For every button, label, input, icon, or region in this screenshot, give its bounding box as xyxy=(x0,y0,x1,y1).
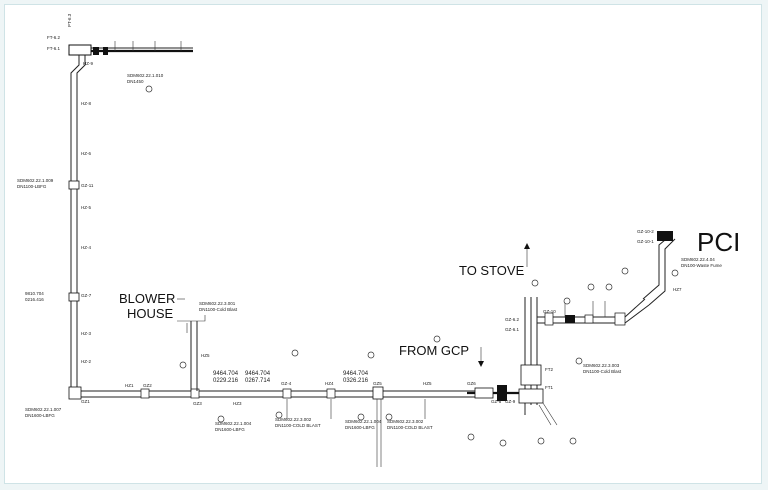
elevation-mid-1: 9464.704 xyxy=(213,371,239,377)
tag-gz-11: GZ-11 xyxy=(81,183,94,188)
callout-bubble xyxy=(291,349,299,357)
note-blower2: DN1100-Cold Blast xyxy=(199,307,238,312)
callout-bubble xyxy=(385,413,393,421)
top-header-pipe xyxy=(68,41,193,56)
tag-gz-10: GZ-10 xyxy=(543,309,556,314)
main-horizontal-pipe xyxy=(68,386,475,467)
tag-gz-10-2: GZ-10-2 xyxy=(637,229,654,234)
tag-gz-7: GZ-7 xyxy=(81,293,92,298)
left-vertical-pipe xyxy=(68,55,86,393)
note-left-pipe: SDM602.22.1.009 xyxy=(17,178,54,183)
tag-hz1: HZ1 xyxy=(125,383,134,388)
note-bottom-left2: DN1600-LBFG xyxy=(25,413,55,418)
tag-hz-9: HZ-9 xyxy=(83,61,93,66)
note-blower: SDM602.22.3.001 xyxy=(199,301,236,306)
tag-blower-hz: HZ5 xyxy=(201,353,210,358)
note-top-line: SDM602.22.1.010 xyxy=(127,73,164,78)
note-pci: SDM602.22.4.04 xyxy=(681,257,715,262)
note-bottom-2: SDM602.22.3.002 xyxy=(275,417,312,422)
callout-bubble xyxy=(621,267,629,275)
callout-bubble xyxy=(537,437,545,445)
blower-house-label-2: HOUSE xyxy=(127,306,174,321)
callout-bubble xyxy=(575,357,583,365)
diagram-frame: FT-6.2 FT-6.1 PT-6.3 SDM602.22.1.010 DN1… xyxy=(4,4,762,484)
tag-hz-2: HZ-2 xyxy=(81,359,91,364)
note-bottom-1: SDM602.22.1.004 xyxy=(215,421,252,426)
elevation-mid-3: 9464.704 xyxy=(343,371,369,377)
tag-gz1: GZ1 xyxy=(81,399,90,404)
tag-ft-6-2: FT-6.2 xyxy=(47,35,61,40)
pci-label: PCI xyxy=(697,227,740,257)
tag-gz2: GZ2 xyxy=(143,383,152,388)
tag-gz-9: GZ-9 xyxy=(505,399,516,404)
tag-hz7: HZ7 xyxy=(673,287,682,292)
note-bottom-3b: DN1600-LBFG xyxy=(345,425,375,430)
note-right-1: SDM602.22.3.003 xyxy=(583,363,620,368)
callout-bubble xyxy=(531,279,539,287)
callout-bubble xyxy=(605,283,613,291)
note-right-1b: DN1100-Cold Blast xyxy=(583,369,622,374)
tag-hz-8: HZ-8 xyxy=(81,101,91,106)
callout-bubble xyxy=(671,269,679,277)
note-top-line2: DN1450 xyxy=(127,79,144,84)
piping-diagram: FT-6.2 FT-6.1 PT-6.3 SDM602.22.1.010 DN1… xyxy=(17,13,740,467)
note-bottom-3: SDM602.22.1.004 xyxy=(345,419,382,424)
callout-bubble xyxy=(367,351,375,359)
tag-ft2: FT2 xyxy=(545,367,553,372)
tag-gz5: GZ5 xyxy=(373,381,382,386)
tag-hz3: HZ3 xyxy=(233,401,242,406)
callout-bubble xyxy=(433,335,441,343)
tag-ft1: FT1 xyxy=(545,385,553,390)
from-gcp-arrowhead xyxy=(478,361,484,367)
note-bottom-left: SDM602.22.1.007 xyxy=(25,407,62,412)
note-bottom-4: SDM602.22.3.002 xyxy=(387,419,424,424)
elevation-left: 9810.704 xyxy=(25,291,44,296)
tag-gz-4: GZ-4 xyxy=(281,381,292,386)
note-pci2: DN100-Waste Fume xyxy=(681,263,722,268)
tag-gz3: GZ3 xyxy=(193,401,202,406)
tag-gz-10-1: GZ-10-1 xyxy=(637,239,654,244)
tag-gz-6-2: GZ-6.2 xyxy=(505,317,520,322)
elevation-left2: 0216.416 xyxy=(25,297,44,302)
callout-bubble xyxy=(357,413,365,421)
tag-gz6: GZ6 xyxy=(467,381,476,386)
note-bottom-4b: DN1100-COLD BLAST xyxy=(387,425,433,430)
right-pipe-cluster xyxy=(467,231,676,426)
elevation-mid-2b: 0267.714 xyxy=(245,378,271,384)
note-bottom-2b: DN1100-COLD BLAST xyxy=(275,423,321,428)
tag-ft-6-1: FT-6.1 xyxy=(47,46,61,51)
callout-bubble xyxy=(275,411,283,419)
tag-hz-5: HZ-5 xyxy=(81,205,91,210)
to-stove-label: TO STOVE xyxy=(459,263,525,278)
callout-bubble xyxy=(499,439,507,447)
callout-bubble xyxy=(587,283,595,291)
elevation-mid-1b: 0229.216 xyxy=(213,378,239,384)
tag-gz-6-1: GZ-6.1 xyxy=(505,327,520,332)
callout-bubble xyxy=(217,415,225,423)
note-bottom-1b: DN1600-LBFG xyxy=(215,427,245,432)
callout-bubble xyxy=(467,433,475,441)
from-gcp-label: FROM GCP xyxy=(399,343,469,358)
note-left-pipe2: DN1100-LBFG xyxy=(17,184,47,189)
blower-house-label: BLOWER xyxy=(119,291,175,306)
tag-hz5: HZ5 xyxy=(423,381,432,386)
tag-gz-8: GZ-8 xyxy=(491,399,502,404)
elevation-mid-2: 9464.704 xyxy=(245,371,271,377)
tag-hz-3: HZ-3 xyxy=(81,331,91,336)
tag-pt-6-3: PT-6.3 xyxy=(67,13,72,27)
callout-bubble xyxy=(569,437,577,445)
callout-bubble xyxy=(145,85,153,93)
elevation-mid-3b: 0326.216 xyxy=(343,378,369,384)
callout-bubble xyxy=(563,297,571,305)
tag-hz-4: HZ-4 xyxy=(81,245,91,250)
callout-bubble xyxy=(179,361,187,369)
tag-hz-6: HZ-6 xyxy=(81,151,91,156)
to-stove-arrowhead xyxy=(524,243,530,249)
tag-hz4: HZ4 xyxy=(325,381,334,386)
blower-house-branch xyxy=(177,315,206,391)
